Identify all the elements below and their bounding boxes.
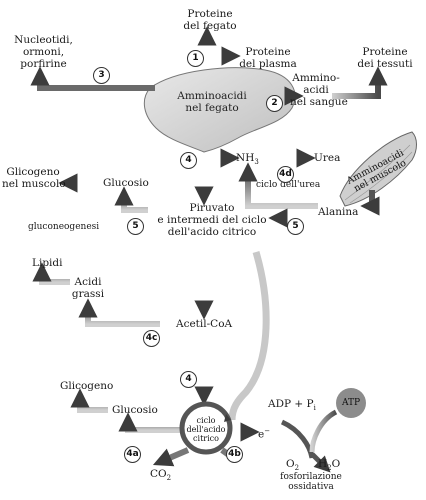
electron-label: e−	[258, 427, 271, 441]
step-4a-badge: 4a	[124, 446, 141, 463]
urea-cycle-label: ciclo dell'urea	[256, 180, 321, 190]
arrow-to-fatty-acids	[78, 298, 160, 327]
step-5-left-badge: 5	[127, 218, 144, 235]
glycogen-label: Glicogeno	[60, 380, 114, 392]
acetyl-coa-label: Acetil-CoA	[176, 318, 233, 330]
step-4b-badge: 4b	[226, 446, 243, 463]
arrow-alanine-to-nh3	[238, 162, 318, 209]
arrow-to-co2	[152, 447, 190, 467]
alanine-label: Alanina	[318, 206, 359, 218]
arrow-gluconeogenesis	[114, 186, 148, 213]
oxphos-curve-left	[280, 419, 315, 459]
step-4d-badge: 4d	[277, 166, 294, 183]
citric-cycle-arrowhead	[224, 414, 231, 422]
step-1-badge: 1	[187, 50, 204, 67]
arrow-pyruvate-to-cycle	[228, 251, 270, 421]
arrow-cycle-to-glucose	[118, 412, 180, 433]
arrow-to-nucleotides	[30, 66, 155, 91]
arrow-to-tissue-proteins	[332, 66, 388, 99]
h2o-label: H2O	[318, 458, 341, 473]
citric-cycle-ring	[179, 401, 233, 455]
arrow-muscle-to-alanine	[360, 190, 380, 216]
nucleotides-label: Nucleotidi,ormoni,porfirine	[14, 34, 73, 70]
oxphos-curve-right	[309, 409, 338, 453]
arrow-to-lipids	[32, 262, 70, 285]
liver-shape	[143, 67, 296, 153]
glucose-top-label: Glucosio	[103, 177, 149, 189]
step-4-badge: 4	[180, 152, 197, 169]
arrow-to-glycogen	[70, 388, 108, 413]
step-3-badge: 3	[93, 67, 110, 84]
step-5-right-badge: 5	[287, 218, 304, 235]
o2-label: O2	[286, 458, 300, 473]
step-4-lower-badge: 4	[180, 371, 197, 388]
adp-pi-label: ADP + Pi	[268, 398, 316, 413]
co2-label: CO2	[150, 468, 172, 483]
step-2-badge: 2	[266, 95, 283, 112]
glucose-bottom-label: Glucosio	[112, 404, 158, 416]
nh3-label: NH3	[236, 152, 259, 167]
urea-label: Urea	[314, 152, 341, 164]
lipids-label: Lipidi	[32, 257, 63, 269]
atp-badge: ATP	[336, 388, 366, 418]
oxphos-out	[310, 452, 331, 473]
step-4c-badge: 4c	[143, 330, 160, 347]
gluconeogenesis-label: gluconeogenesi	[28, 222, 100, 232]
